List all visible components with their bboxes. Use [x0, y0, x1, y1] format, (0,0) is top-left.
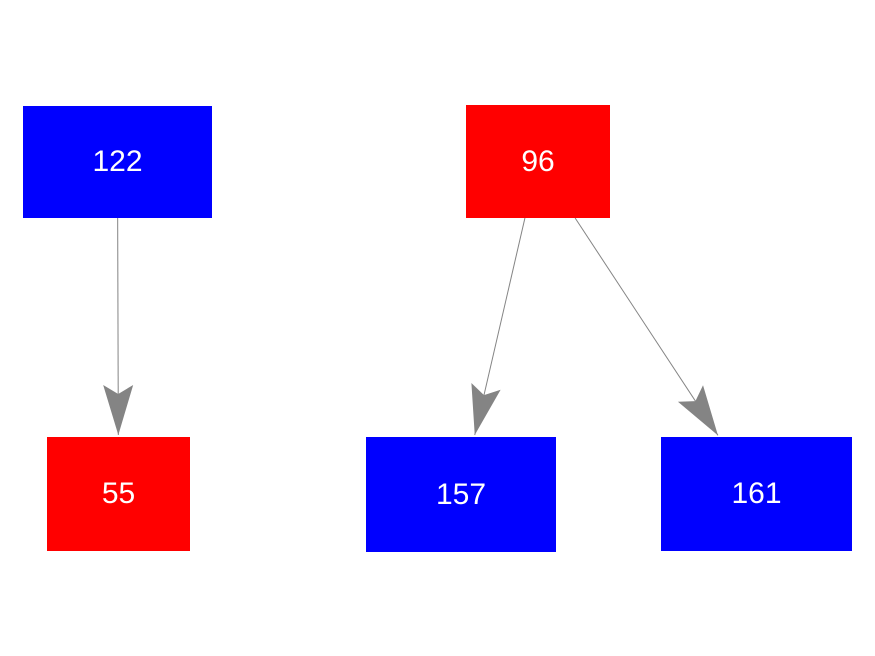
edge-arrowhead-icon [103, 384, 134, 435]
node-label: 122 [92, 145, 143, 178]
node-label: 96 [521, 144, 555, 178]
node-157[interactable]: 157 [366, 437, 556, 552]
node-label: 161 [731, 477, 782, 510]
edge-96-161 [574, 217, 719, 436]
node-label: 157 [435, 477, 487, 511]
edge-96-157 [471, 217, 526, 436]
edge-line [117, 217, 119, 436]
node-label: 55 [101, 477, 136, 510]
edge-122-55 [103, 217, 134, 436]
node-161[interactable]: 161 [661, 437, 852, 551]
edge-line [574, 217, 719, 436]
node-55[interactable]: 55 [47, 437, 190, 551]
node-96[interactable]: 96 [466, 105, 610, 218]
node-122[interactable]: 122 [23, 106, 212, 218]
edge-arrowhead-icon [677, 385, 718, 436]
edge-arrowhead-icon [471, 382, 501, 436]
edge-line [474, 217, 526, 436]
